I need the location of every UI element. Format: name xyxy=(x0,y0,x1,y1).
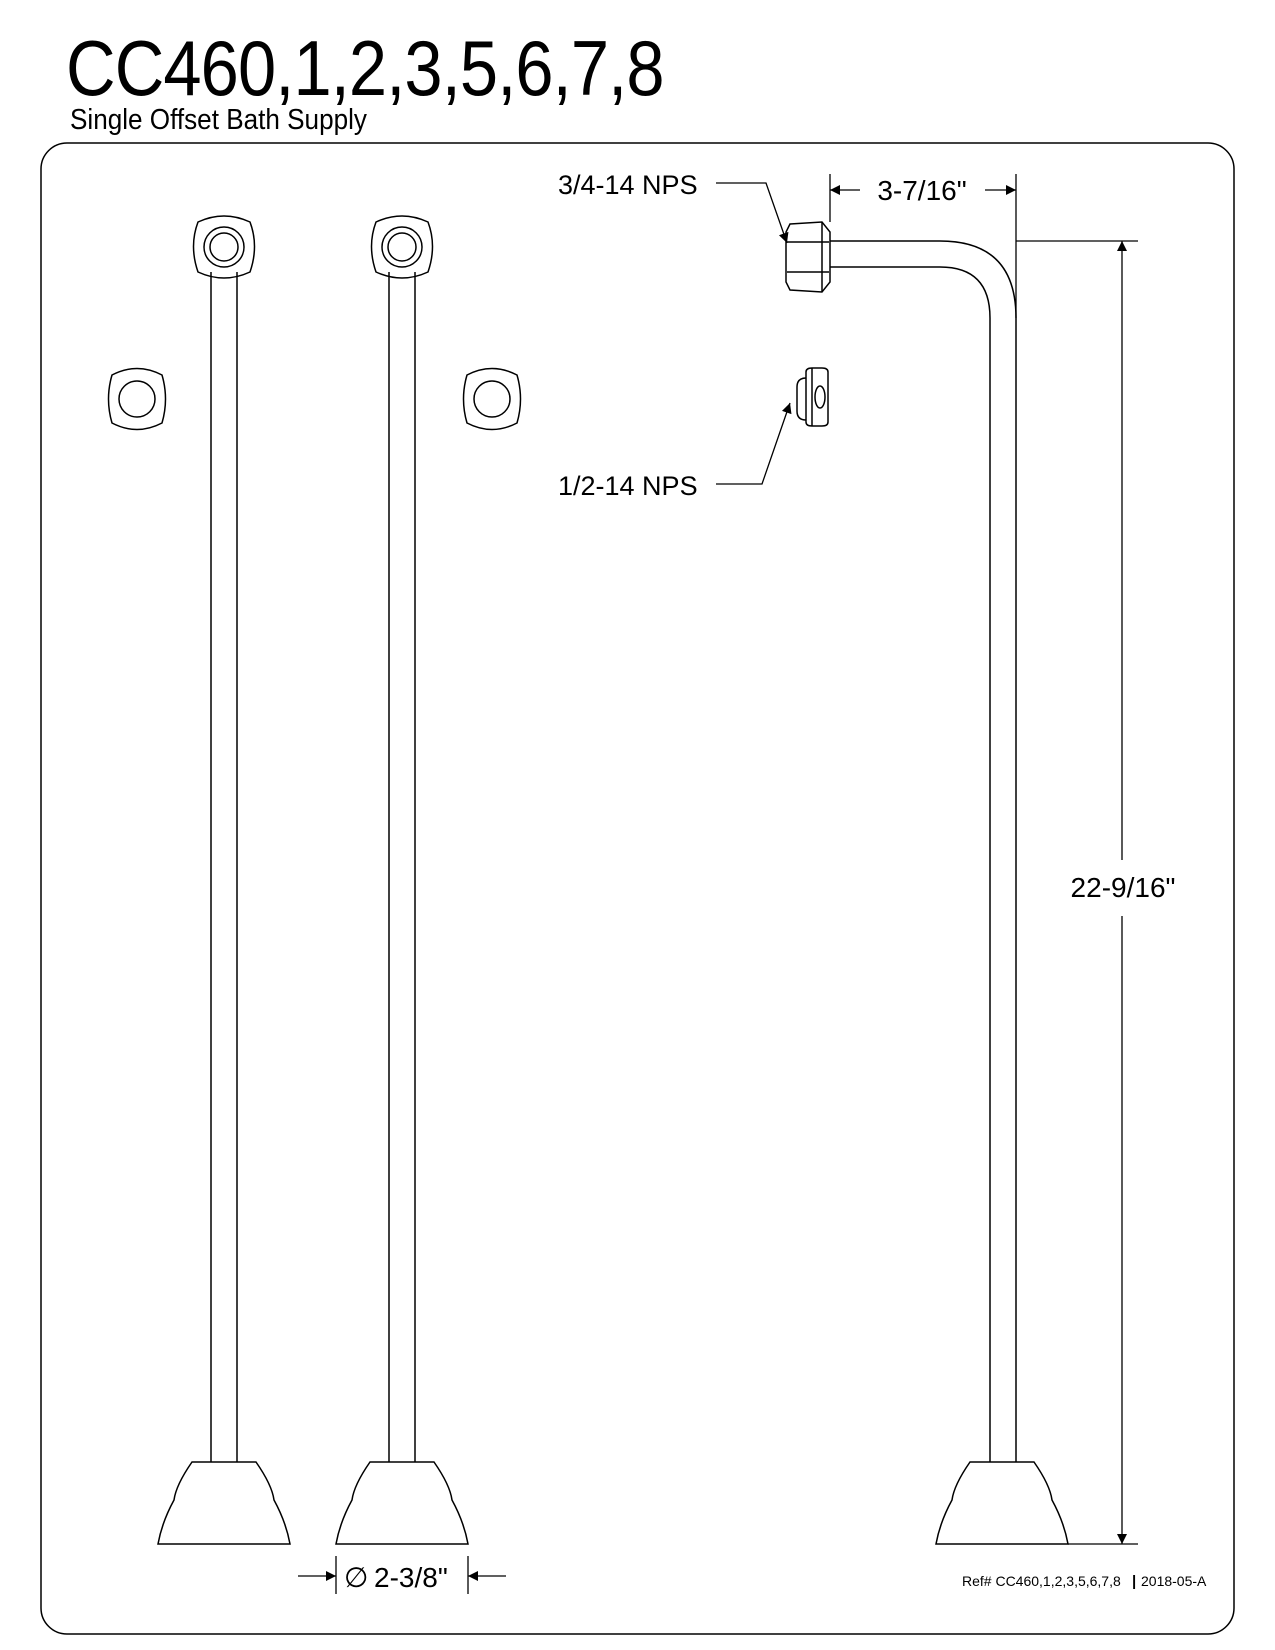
page-subtitle: Single Offset Bath Supply xyxy=(70,104,367,136)
footer-separator: | xyxy=(1132,1573,1136,1590)
inlet-thread-label: 3/4-14 NPS xyxy=(558,170,698,200)
hex-nut-top-left xyxy=(192,215,256,279)
hex-nut-side-middle xyxy=(462,367,522,431)
floor-flange-right xyxy=(935,1461,1069,1545)
coupling-nut-3-4 xyxy=(785,221,831,293)
supply-pipe-left xyxy=(107,215,291,1545)
reference-number: Ref# CC460,1,2,3,5,6,7,8 xyxy=(962,1573,1121,1589)
hex-nut-side-left xyxy=(107,367,167,431)
page-title: CC460,1,2,3,5,6,7,8 xyxy=(66,24,665,112)
floor-flange-left xyxy=(157,1461,291,1545)
offset-dimension-label: 3-7/16" xyxy=(877,175,966,206)
supply-pipe-side-view xyxy=(785,221,1069,1545)
flange-diameter-label: 2-3/8" xyxy=(374,1562,448,1593)
coupling-nut-1-2 xyxy=(796,367,829,427)
revision-code: 2018-05-A xyxy=(1141,1573,1207,1589)
outlet-thread-label: 1/2-14 NPS xyxy=(558,471,698,501)
floor-flange-middle xyxy=(335,1461,469,1545)
height-dimension-label: 22-9/16" xyxy=(1071,872,1176,903)
supply-pipe-middle xyxy=(335,215,522,1545)
callout-leaders xyxy=(716,182,792,485)
dimension-lines xyxy=(298,174,1138,1594)
hex-nut-top-middle xyxy=(370,215,434,279)
drawing-frame xyxy=(40,142,1235,1635)
diameter-symbol: ∅ xyxy=(344,1562,368,1593)
